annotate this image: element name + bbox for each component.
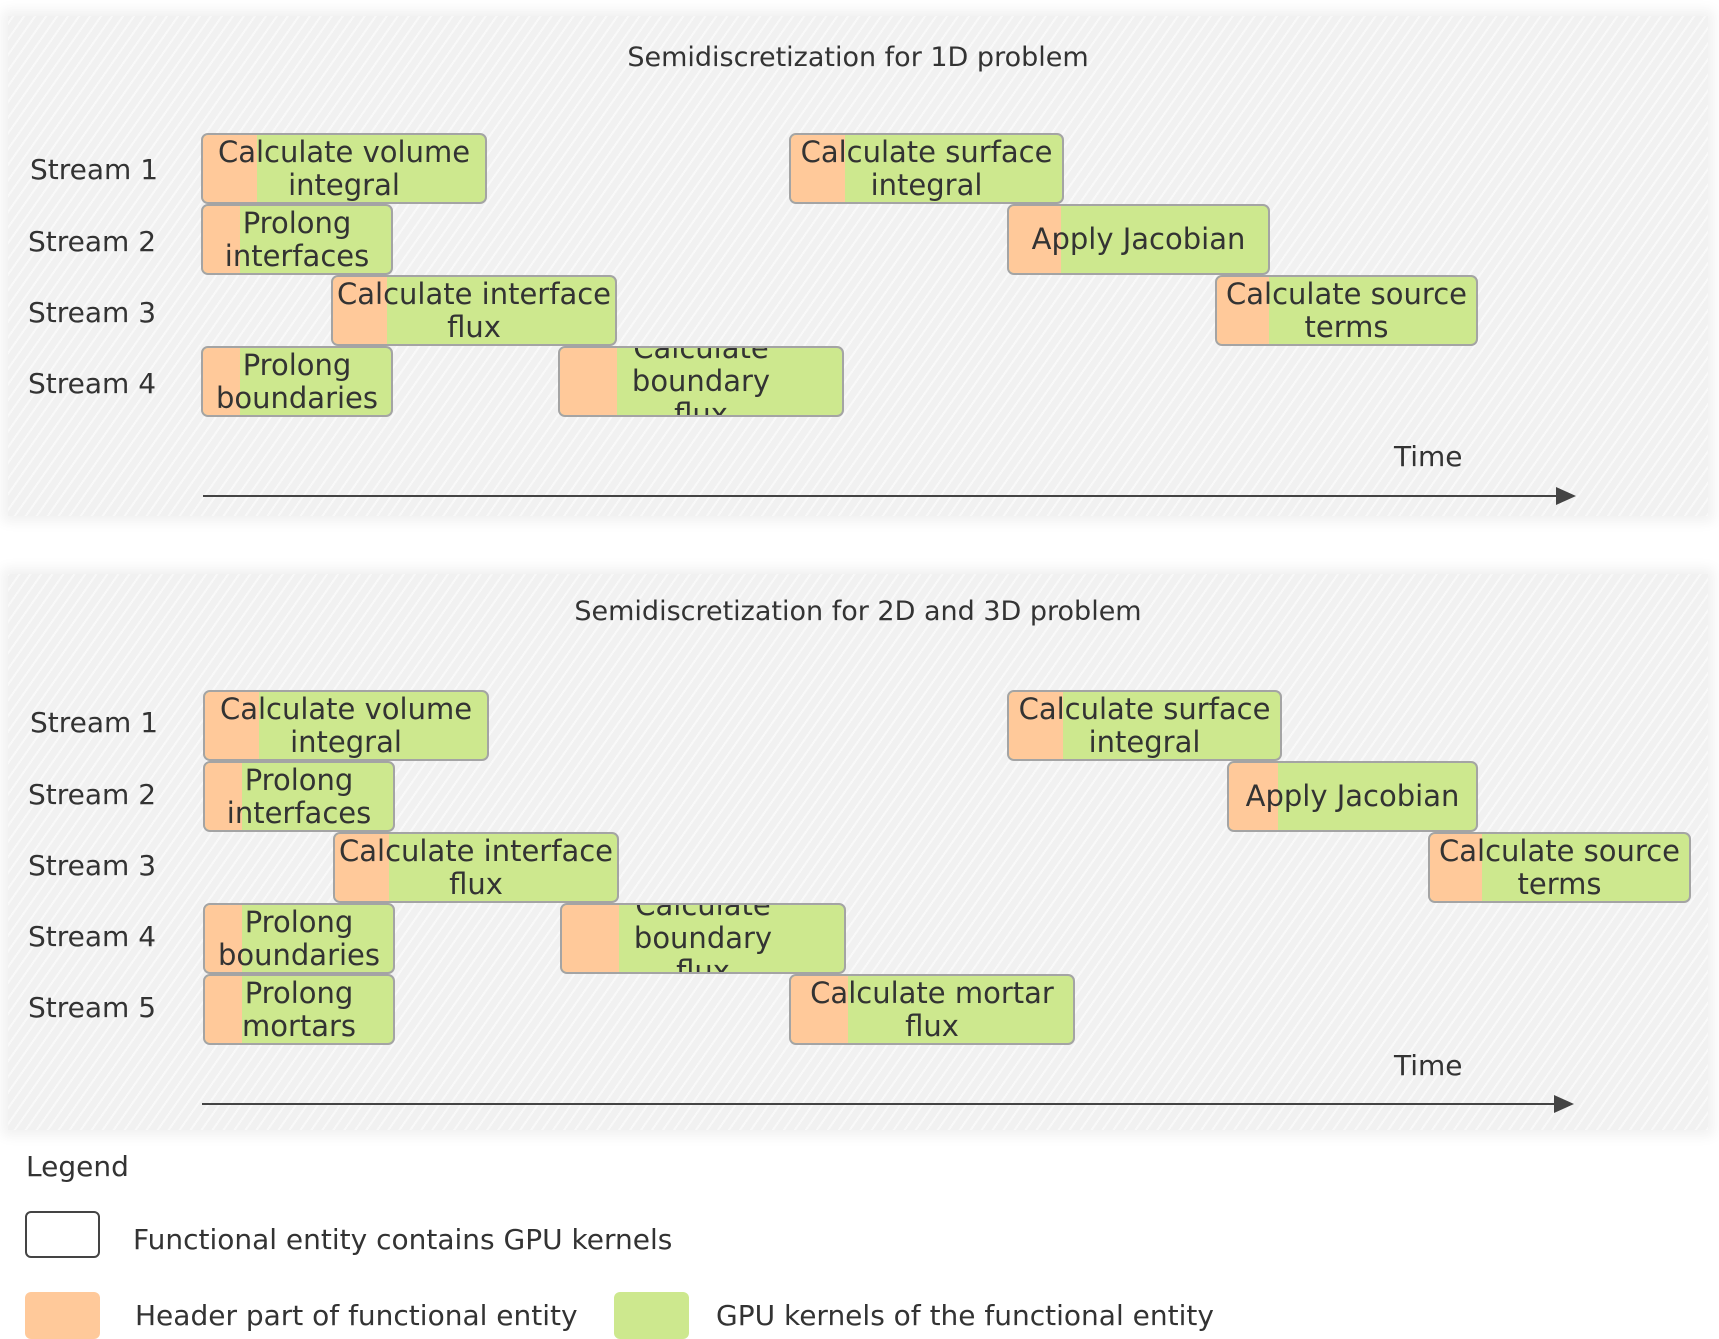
stream-label: Stream 4 <box>28 920 157 953</box>
entity-header <box>1430 834 1482 901</box>
entity-prolong-boundaries: Prolong boundaries <box>203 903 395 974</box>
legend-swatch-header <box>25 1292 100 1339</box>
time-axis-label: Time <box>1394 1049 1463 1082</box>
stream-label: Stream 1 <box>30 153 159 186</box>
entity-label: Calculate volume integral <box>219 691 473 759</box>
entity-header <box>335 834 389 901</box>
entity-label: Prolong interfaces <box>224 205 370 273</box>
entity-label: Calculate mortar flux <box>810 975 1054 1043</box>
entity-label: Calculate surface integral <box>800 134 1053 202</box>
entity-label: Calculate boundary flux <box>633 903 773 974</box>
time-axis-label: Time <box>1394 440 1463 473</box>
entity-header <box>1009 206 1061 273</box>
entity-header <box>205 905 242 972</box>
entity-header <box>560 348 617 415</box>
legend-label: GPU kernels of the functional entity <box>716 1299 1214 1332</box>
entity-header <box>205 763 242 830</box>
entity-header <box>205 976 242 1043</box>
entity-calculate-mortar-flux: Calculate mortar flux <box>789 974 1075 1045</box>
stream-label: Stream 1 <box>30 706 159 739</box>
entity-label: Calculate boundary flux <box>631 346 771 417</box>
entity-label: Calculate source terms <box>1439 833 1680 901</box>
entity-label: Apply Jacobian <box>1031 222 1246 256</box>
entity-prolong-interfaces: Prolong interfaces <box>201 204 393 275</box>
stream-label: Stream 5 <box>28 991 157 1024</box>
entity-prolong-boundaries: Prolong boundaries <box>201 346 393 417</box>
entity-apply-jacobian: Apply Jacobian <box>1227 761 1478 832</box>
entity-calculate-volume-integral: Calculate volume integral <box>201 133 487 204</box>
entity-label: Apply Jacobian <box>1245 779 1460 813</box>
entity-header <box>205 692 259 759</box>
legend-swatch-entity <box>25 1211 100 1258</box>
entity-header <box>333 277 387 344</box>
entity-header <box>1009 692 1063 759</box>
entity-apply-jacobian: Apply Jacobian <box>1007 204 1270 275</box>
time-axis-line <box>203 495 1557 497</box>
stream-label: Stream 2 <box>28 778 157 811</box>
entity-header <box>791 976 848 1043</box>
entity-label: Prolong boundaries <box>215 347 379 415</box>
entity-calculate-source-terms: Calculate source terms <box>1215 275 1478 346</box>
entity-calculate-boundary-flux: Calculate boundary flux <box>560 903 846 974</box>
arrow-right-icon <box>1554 1095 1574 1113</box>
entity-label: Calculate interface flux <box>339 833 613 901</box>
entity-label: Prolong mortars <box>241 975 357 1043</box>
entity-header <box>203 135 257 202</box>
time-axis-line <box>202 1103 1555 1105</box>
legend-title: Legend <box>26 1150 129 1183</box>
entity-header <box>1217 277 1269 344</box>
legend-swatch-kernels <box>614 1292 689 1339</box>
entity-calculate-source-terms: Calculate source terms <box>1428 832 1691 903</box>
entity-label: Calculate volume integral <box>217 134 471 202</box>
entity-header <box>791 135 845 202</box>
entity-header <box>203 206 240 273</box>
stream-label: Stream 2 <box>28 225 157 258</box>
entity-calculate-surface-integral: Calculate surface integral <box>789 133 1064 204</box>
entity-calculate-boundary-flux: Calculate boundary flux <box>558 346 844 417</box>
entity-calculate-surface-integral: Calculate surface integral <box>1007 690 1282 761</box>
stream-label: Stream 3 <box>28 849 157 882</box>
entity-header <box>203 348 240 415</box>
panel-title: Semidiscretization for 1D problem <box>627 42 1089 73</box>
legend-label: Header part of functional entity <box>135 1299 578 1332</box>
entity-calculate-interface-flux: Calculate interface flux <box>333 832 619 903</box>
entity-prolong-mortars: Prolong mortars <box>203 974 395 1045</box>
entity-label: Calculate interface flux <box>337 276 611 344</box>
entity-label: Calculate source terms <box>1226 276 1467 344</box>
entity-label: Calculate surface integral <box>1018 691 1271 759</box>
stream-label: Stream 3 <box>28 296 157 329</box>
stream-label: Stream 4 <box>28 367 157 400</box>
entity-label: Prolong boundaries <box>217 904 381 972</box>
entity-calculate-interface-flux: Calculate interface flux <box>331 275 617 346</box>
entity-prolong-interfaces: Prolong interfaces <box>203 761 395 832</box>
entity-label: Prolong interfaces <box>226 762 372 830</box>
entity-header <box>562 905 619 972</box>
entity-header <box>1229 763 1278 830</box>
entity-calculate-volume-integral: Calculate volume integral <box>203 690 489 761</box>
legend-label: Functional entity contains GPU kernels <box>133 1223 673 1256</box>
panel-1d: Semidiscretization for 1D problem <box>8 16 1708 516</box>
arrow-right-icon <box>1556 487 1576 505</box>
panel-title: Semidiscretization for 2D and 3D problem <box>574 596 1142 627</box>
